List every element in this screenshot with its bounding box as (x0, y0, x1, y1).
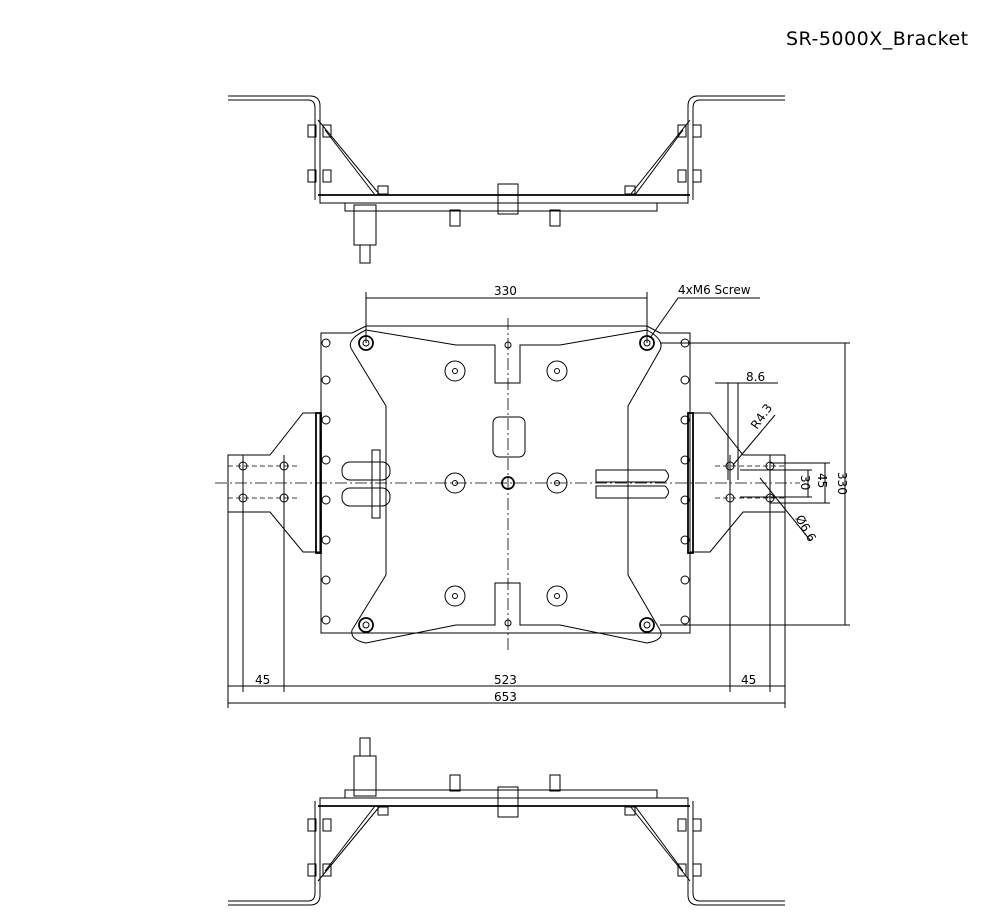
mounting-boss (546, 585, 568, 607)
mounting-boss-hole (452, 593, 458, 599)
dim-330-vertical: 330 (835, 472, 849, 495)
dim-30: 30 (798, 475, 812, 490)
side-slot (321, 495, 331, 505)
dim-45-left: 45 (255, 673, 270, 687)
dim-45-right: 45 (741, 673, 756, 687)
side-slot (321, 455, 331, 465)
dimension-labels: 330 4xM6 Screw 8.6 R4.3 Ø6.6 30 45 330 4… (255, 283, 849, 704)
front-view (215, 318, 800, 650)
dim-hole-diameter: Ø6.6 (792, 513, 818, 545)
mounting-boss-hole (554, 368, 560, 374)
side-slot (680, 495, 690, 505)
dim-8-6: 8.6 (746, 370, 765, 384)
side-slot (680, 375, 690, 385)
side-slot (680, 455, 690, 465)
bottom-view (228, 737, 785, 906)
side-slot (680, 615, 690, 625)
drawing-title: SR-5000X_Bracket (786, 28, 969, 50)
mounting-boss (444, 360, 466, 382)
dim-330-top: 330 (494, 284, 517, 298)
m6-screw-hole-inner (643, 621, 651, 629)
m6-screw-hole (358, 617, 374, 633)
dim-r4-3: R4.3 (748, 401, 775, 431)
side-slot (321, 415, 331, 425)
side-slot (321, 575, 331, 585)
dimension-lines (227, 292, 850, 708)
mounting-boss (546, 360, 568, 382)
mounting-boss-hole (452, 368, 458, 374)
side-slot (321, 375, 331, 385)
top-view (228, 95, 785, 264)
screw-note: 4xM6 Screw (678, 283, 751, 297)
m6-screw-hole (639, 617, 655, 633)
mounting-boss (444, 585, 466, 607)
dim-523: 523 (494, 673, 517, 687)
side-slot (321, 535, 331, 545)
side-slot (321, 338, 331, 348)
dim-653: 653 (494, 690, 517, 704)
side-slot (680, 415, 690, 425)
mounting-boss-hole (554, 593, 560, 599)
side-slot (680, 575, 690, 585)
side-slot (321, 615, 331, 625)
side-slot (680, 535, 690, 545)
m6-screw-hole-inner (362, 621, 370, 629)
dim-45-vertical: 45 (815, 473, 829, 488)
